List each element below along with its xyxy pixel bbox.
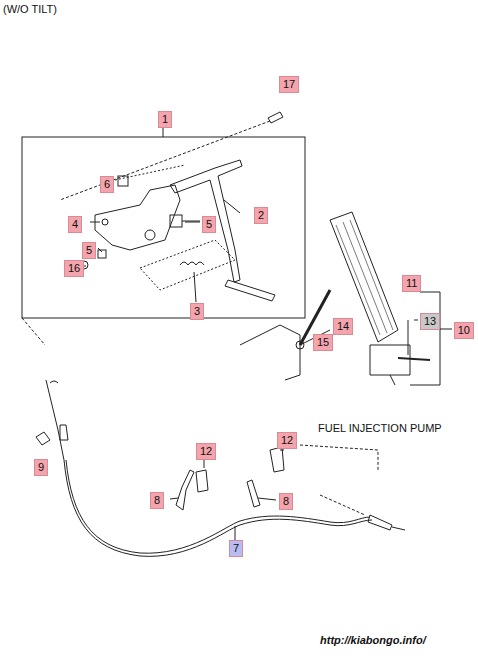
callout-number: 12	[277, 432, 297, 449]
callout-number: 6	[100, 176, 114, 193]
callout-number: 14	[333, 318, 353, 335]
callout-number: 16	[64, 260, 84, 277]
callout-number: 13	[420, 313, 440, 330]
callout-number: 12	[196, 443, 216, 460]
callout-number: 5	[82, 242, 96, 259]
callout-number: 2	[254, 207, 268, 224]
callout-number: 11	[402, 275, 421, 292]
callout-number: 4	[68, 216, 82, 233]
callout-number: 17	[279, 76, 299, 93]
callout-number: 7	[229, 540, 243, 557]
callout-number: 8	[279, 493, 293, 510]
callout-number: 1	[158, 111, 172, 128]
callout-number: 15	[313, 334, 333, 351]
text-label: (W/O TILT)	[3, 3, 57, 16]
callout-number: 10	[454, 322, 474, 339]
callout-number: 9	[34, 459, 48, 476]
text-label: http://kiabongo.info/	[320, 634, 426, 647]
callout-number: 5	[202, 216, 216, 233]
callout-number: 8	[150, 492, 164, 509]
text-label: FUEL INJECTION PUMP	[318, 422, 442, 435]
callout-number: 3	[190, 303, 204, 320]
